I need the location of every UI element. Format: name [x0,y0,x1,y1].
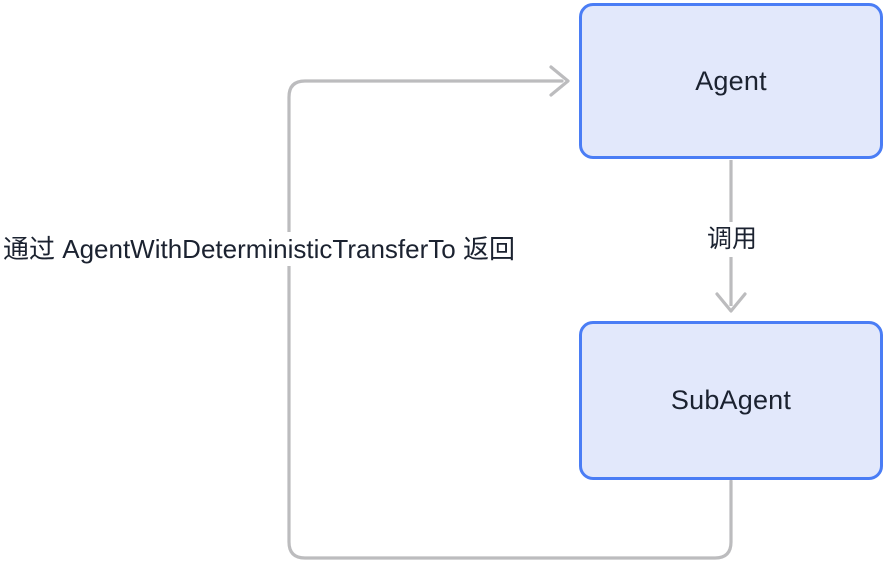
call-edge-arrowhead-icon [715,292,747,313]
node-subagent[interactable]: SubAgent [579,321,883,480]
return-edge-arrowhead-icon [549,65,570,97]
call-edge-label: 调用 [702,224,763,254]
node-subagent-label: SubAgent [670,385,792,416]
node-agent[interactable]: Agent [579,3,883,159]
node-agent-label: Agent [695,65,767,96]
return-edge-label: 通过 AgentWithDeterministicTransferTo 返回 [0,232,518,266]
